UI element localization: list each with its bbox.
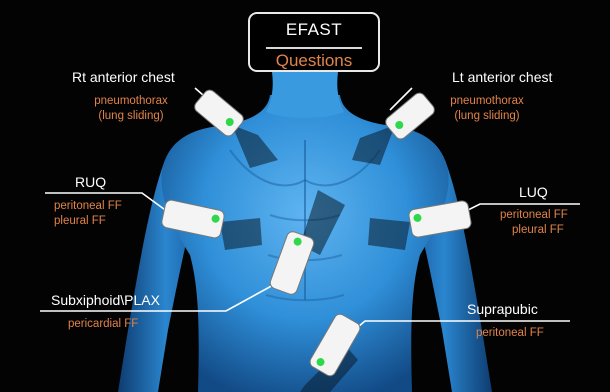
note-rt-chest-2: (lung sliding) (76, 109, 186, 124)
title-box: EFAST Questions (248, 12, 380, 72)
label-lt-chest: Lt anterior chest (452, 69, 552, 85)
note-lt-chest-1: pneumothorax (432, 94, 542, 109)
note-ruq-2: pleural FF (54, 214, 122, 229)
beam-ruq (220, 218, 262, 250)
neck (266, 72, 344, 118)
label-ruq: RUQ (75, 174, 106, 190)
title-divider (266, 47, 362, 49)
label-rt-chest: Rt anterior chest (72, 69, 175, 85)
note-suprapubic: peritoneal FF (476, 326, 544, 341)
label-suprapubic: Suprapubic (467, 301, 538, 317)
note-ruq-1: peritoneal FF (54, 199, 122, 214)
note-luq-1: peritoneal FF (500, 208, 568, 223)
note-lt-chest-2: (lung sliding) (432, 109, 542, 124)
note-rt-chest-1: pneumothorax (76, 94, 186, 109)
title-sub: Questions (250, 51, 378, 71)
note-ruq: peritoneal FF pleural FF (54, 199, 122, 229)
label-luq: LUQ (519, 184, 548, 200)
note-luq: peritoneal FF pleural FF (500, 208, 568, 238)
note-rt-chest: pneumothorax (lung sliding) (76, 94, 186, 124)
note-luq-2: pleural FF (500, 223, 568, 238)
title-main: EFAST (250, 20, 378, 40)
note-subxiphoid: pericardial FF (68, 317, 138, 332)
label-subxiphoid: Subxiphoid\PLAX (51, 292, 160, 308)
note-lt-chest: pneumothorax (lung sliding) (432, 94, 542, 124)
beam-luq (368, 218, 410, 250)
